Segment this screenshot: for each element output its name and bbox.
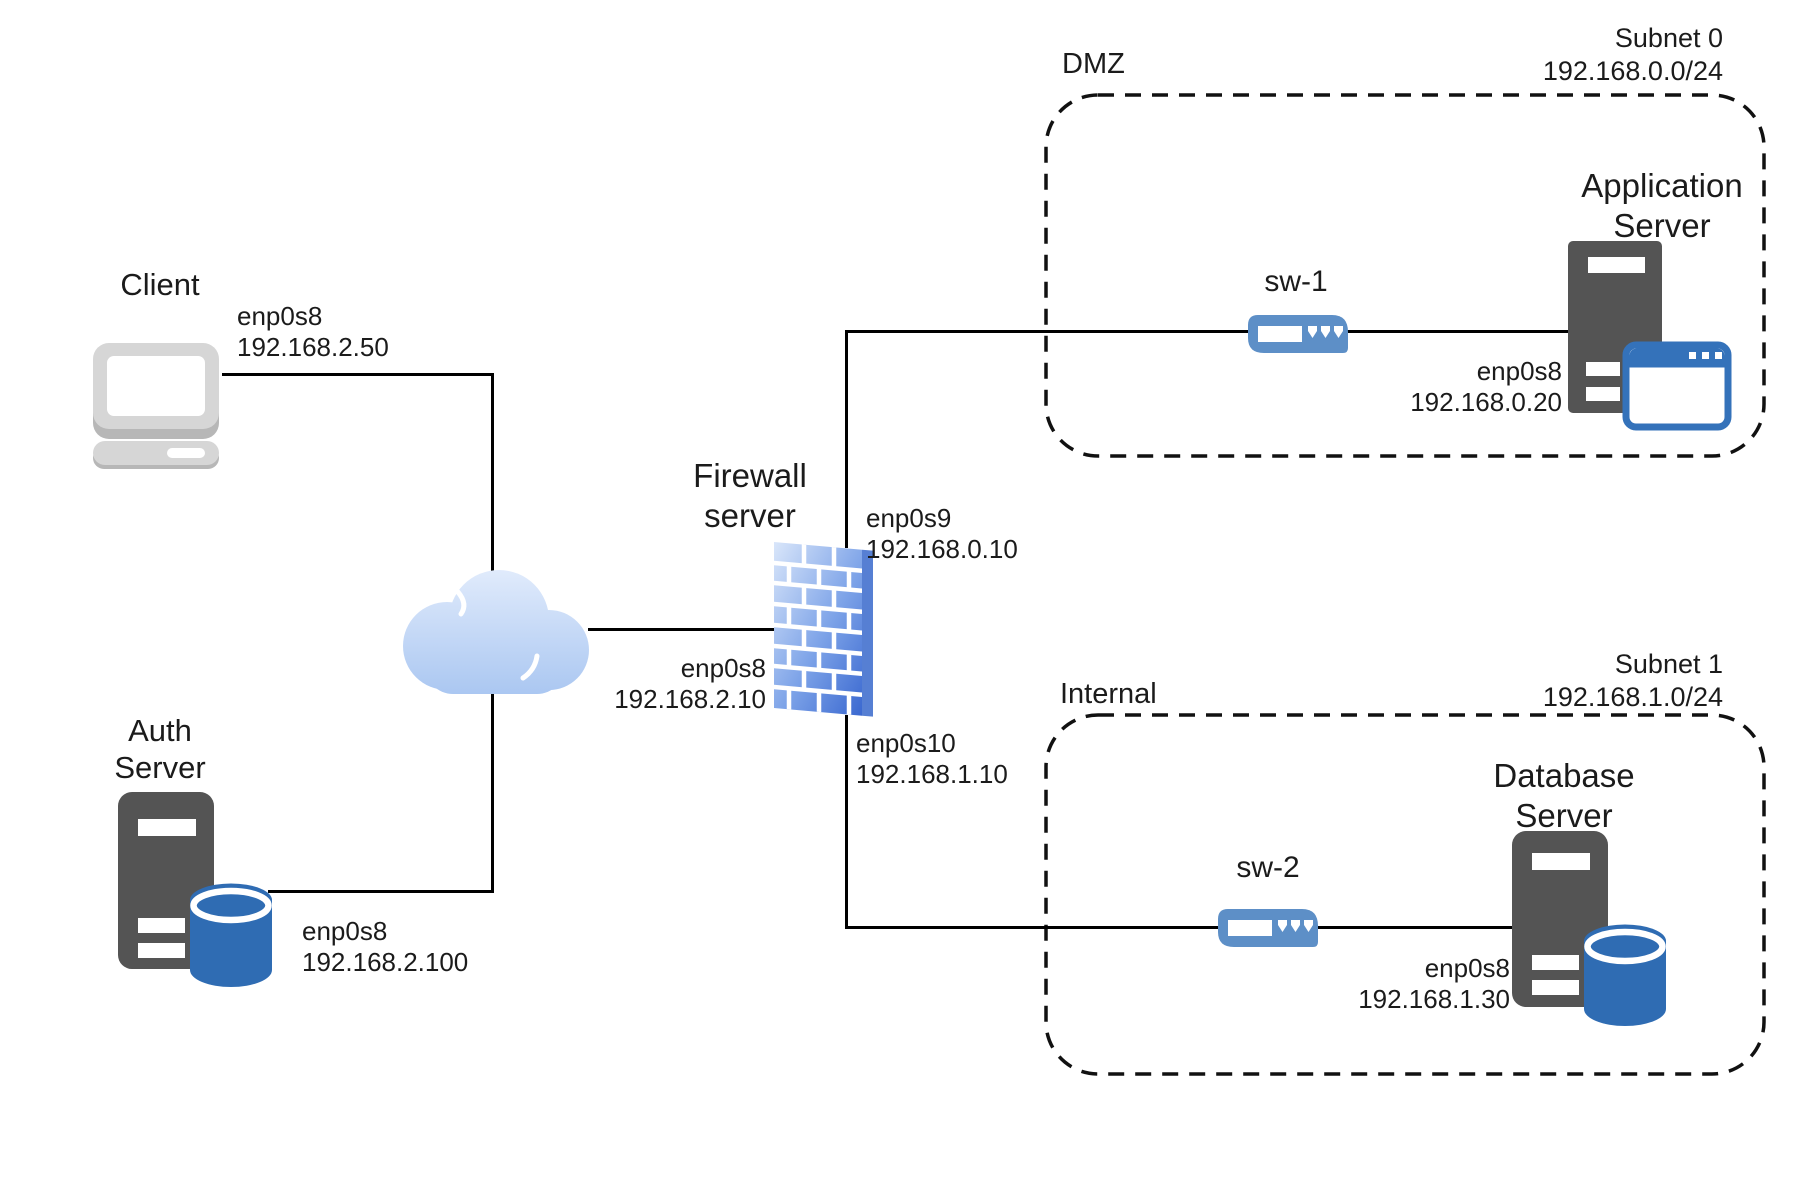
app-interface-label: enp0s8 192.168.0.20 <box>1362 356 1562 417</box>
firewall-dmz-interface-label: enp0s9 192.168.0.10 <box>866 503 1018 564</box>
firewall-dmz-iface-name: enp0s9 <box>866 503 952 533</box>
link-client-cloud <box>491 373 494 572</box>
link-cloud-auth-vertical <box>491 690 494 893</box>
db-iface-ip: 192.168.1.30 <box>1358 983 1510 1014</box>
auth-server-label: Auth Server <box>80 712 240 786</box>
auth-label-line1: Auth <box>128 713 192 748</box>
link-firewall-dmz-vertical <box>845 330 848 548</box>
app-label-line2: Server <box>1613 206 1711 244</box>
firewall-wan-iface-ip: 192.168.2.10 <box>614 683 766 714</box>
client-interface-label: enp0s8 192.168.2.50 <box>237 301 389 362</box>
dmz-subnet-label: Subnet 0 192.168.0.0/24 <box>1423 22 1723 88</box>
firewall-wan-interface-label: enp0s8 192.168.2.10 <box>566 653 766 714</box>
auth-server-icon <box>118 792 272 987</box>
auth-interface-label: enp0s8 192.168.2.100 <box>302 916 468 977</box>
link-dmz-horizontal <box>845 330 1574 333</box>
firewall-dmz-iface-ip: 192.168.0.10 <box>866 533 1018 564</box>
browser-window-icon <box>1622 341 1732 431</box>
internal-subnet-label: Subnet 1 192.168.1.0/24 <box>1423 648 1723 714</box>
firewall-internal-iface-ip: 192.168.1.10 <box>856 758 1008 789</box>
database-cylinder-icon <box>190 883 272 987</box>
dmz-zone-boundary <box>1044 93 1766 458</box>
sw1-label: sw-1 <box>1264 265 1328 298</box>
firewall-icon <box>774 542 873 717</box>
firewall-internal-iface-name: enp0s10 <box>856 728 956 758</box>
firewall-label-line2: server <box>704 496 796 534</box>
app-server-icon <box>1568 241 1732 431</box>
laptop-icon <box>93 343 219 469</box>
db-label-line1: Database <box>1493 757 1635 794</box>
internal-subnet-name: Subnet 1 <box>1614 649 1723 679</box>
internal-zone-boundary <box>1044 713 1766 1076</box>
firewall-label-line1: Firewall <box>693 457 807 494</box>
firewall-wan-iface-name: enp0s8 <box>680 653 766 683</box>
app-iface-name: enp0s8 <box>1476 356 1562 386</box>
dmz-subnet-name: Subnet 0 <box>1614 23 1723 53</box>
auth-label-line2: Server <box>114 750 206 786</box>
database-cylinder-icon <box>1584 924 1666 1026</box>
firewall-internal-interface-label: enp0s10 192.168.1.10 <box>856 728 1008 789</box>
link-auth-horizontal <box>268 890 494 893</box>
link-client-horizontal <box>222 373 494 376</box>
app-label-line1: Application <box>1581 167 1743 204</box>
internal-subnet-cidr: 192.168.1.0/24 <box>1542 681 1723 712</box>
db-interface-label: enp0s8 192.168.1.30 <box>1310 953 1510 1014</box>
app-iface-ip: 192.168.0.20 <box>1410 386 1562 417</box>
link-firewall-internal-vertical <box>845 715 848 929</box>
firewall-label: Firewall server <box>640 456 860 535</box>
link-internal-horizontal <box>845 926 1517 929</box>
auth-iface-name: enp0s8 <box>302 916 388 946</box>
db-label-line2: Server <box>1515 796 1613 834</box>
auth-iface-ip: 192.168.2.100 <box>302 946 469 977</box>
link-cloud-firewall <box>588 628 778 631</box>
cloud-icon <box>403 570 589 694</box>
switch-icon-sw2 <box>1218 909 1318 947</box>
db-server-label: Database Server <box>1434 756 1694 835</box>
client-iface-name: enp0s8 <box>237 301 323 331</box>
app-server-label: Application Server <box>1532 166 1792 245</box>
client-iface-ip: 192.168.2.50 <box>237 331 389 362</box>
db-iface-name: enp0s8 <box>1424 953 1510 983</box>
client-label: Client <box>120 267 200 302</box>
db-server-icon <box>1512 831 1666 1026</box>
dmz-subnet-cidr: 192.168.0.0/24 <box>1542 55 1723 86</box>
switch-icon-sw1 <box>1248 315 1348 353</box>
internal-zone-label: Internal <box>1060 678 1157 710</box>
dmz-zone-label: DMZ <box>1062 48 1125 80</box>
sw2-label: sw-2 <box>1236 851 1300 884</box>
